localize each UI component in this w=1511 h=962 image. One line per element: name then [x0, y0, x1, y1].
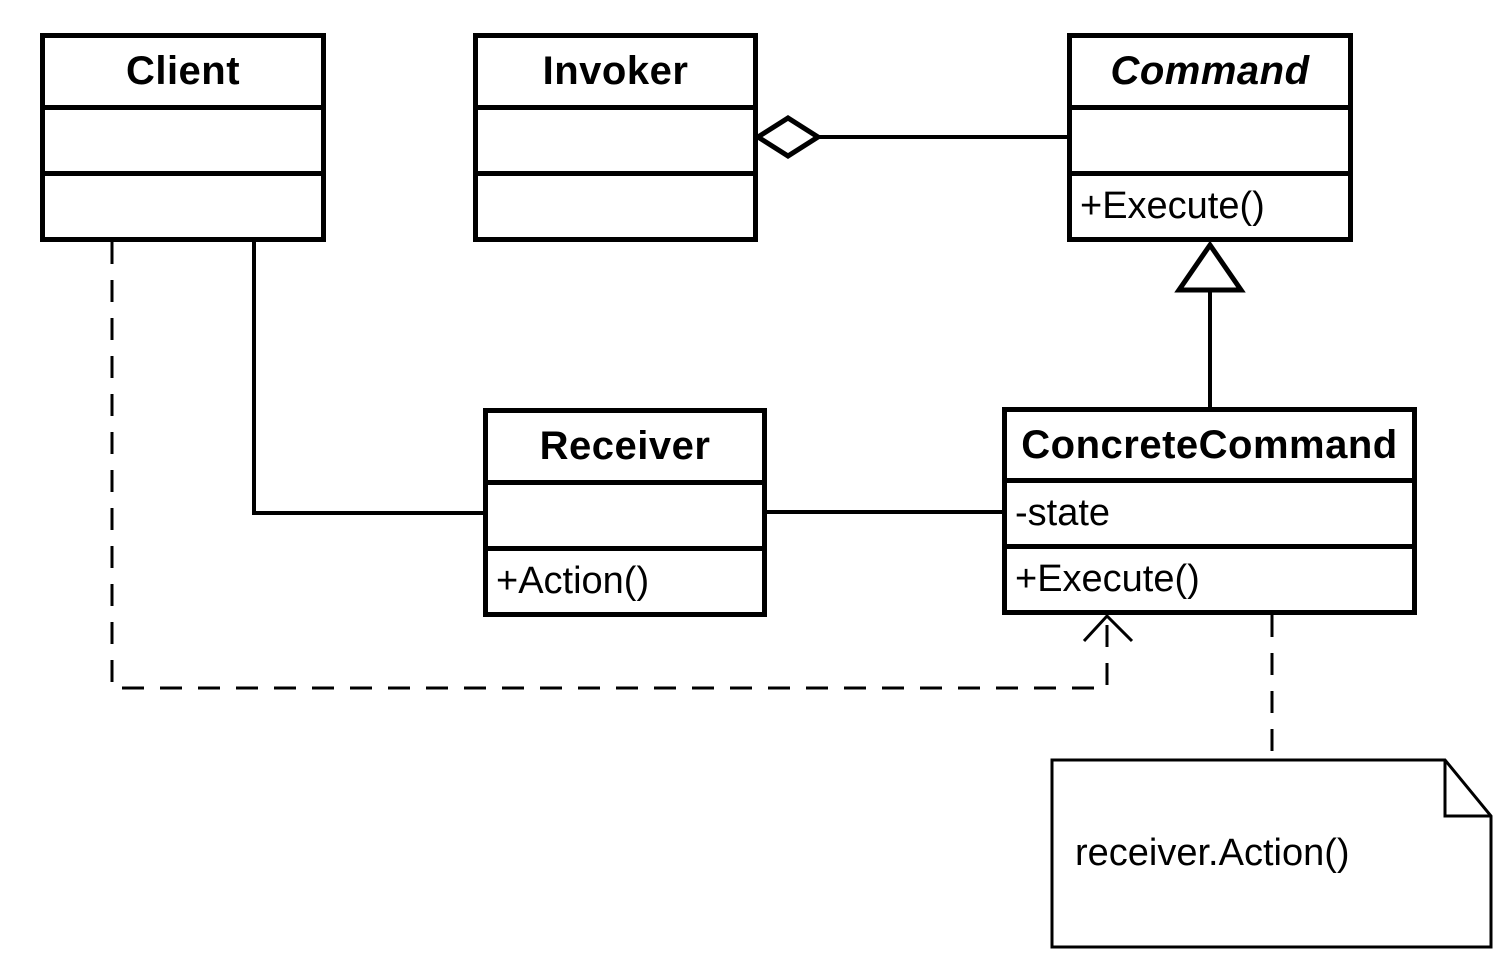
class-title-client: Client — [125, 49, 241, 93]
dependency-open-arrow-icon — [1082, 613, 1134, 643]
invoker-attributes-compartment — [478, 105, 753, 171]
class-box-invoker: Invoker — [473, 33, 758, 242]
command-operations-compartment: +Execute() — [1072, 171, 1348, 237]
class-title-concrete-command: ConcreteCommand — [1021, 422, 1398, 467]
class-box-command: Command +Execute() — [1067, 33, 1353, 242]
note-fold-corner-icon — [1443, 760, 1491, 818]
receiver-attributes-compartment — [488, 480, 762, 546]
class-title-invoker: Invoker — [542, 49, 689, 93]
concrete-command-attributes-compartment: -state — [1007, 478, 1412, 544]
client-operations-compartment — [45, 171, 321, 237]
class-box-client: Client — [40, 33, 326, 242]
command-attributes-compartment — [1072, 105, 1348, 171]
class-box-concrete-command: ConcreteCommand -state +Execute() — [1002, 407, 1417, 615]
receiver-operations-compartment: +Action() — [488, 546, 762, 612]
note-text: receiver.Action() — [1075, 832, 1350, 874]
invoker-operations-compartment — [478, 171, 753, 237]
concrete-command-operations-compartment: +Execute() — [1007, 544, 1412, 610]
association-line-client-receiver — [252, 242, 483, 515]
client-attributes-compartment — [45, 105, 321, 171]
class-box-receiver: Receiver +Action() — [483, 408, 767, 617]
generalization-triangle-icon — [1174, 240, 1246, 293]
aggregation-diamond-icon — [753, 115, 823, 159]
class-title-command: Command — [1110, 49, 1310, 93]
note-shape — [1050, 758, 1493, 949]
class-title-receiver: Receiver — [539, 424, 711, 468]
